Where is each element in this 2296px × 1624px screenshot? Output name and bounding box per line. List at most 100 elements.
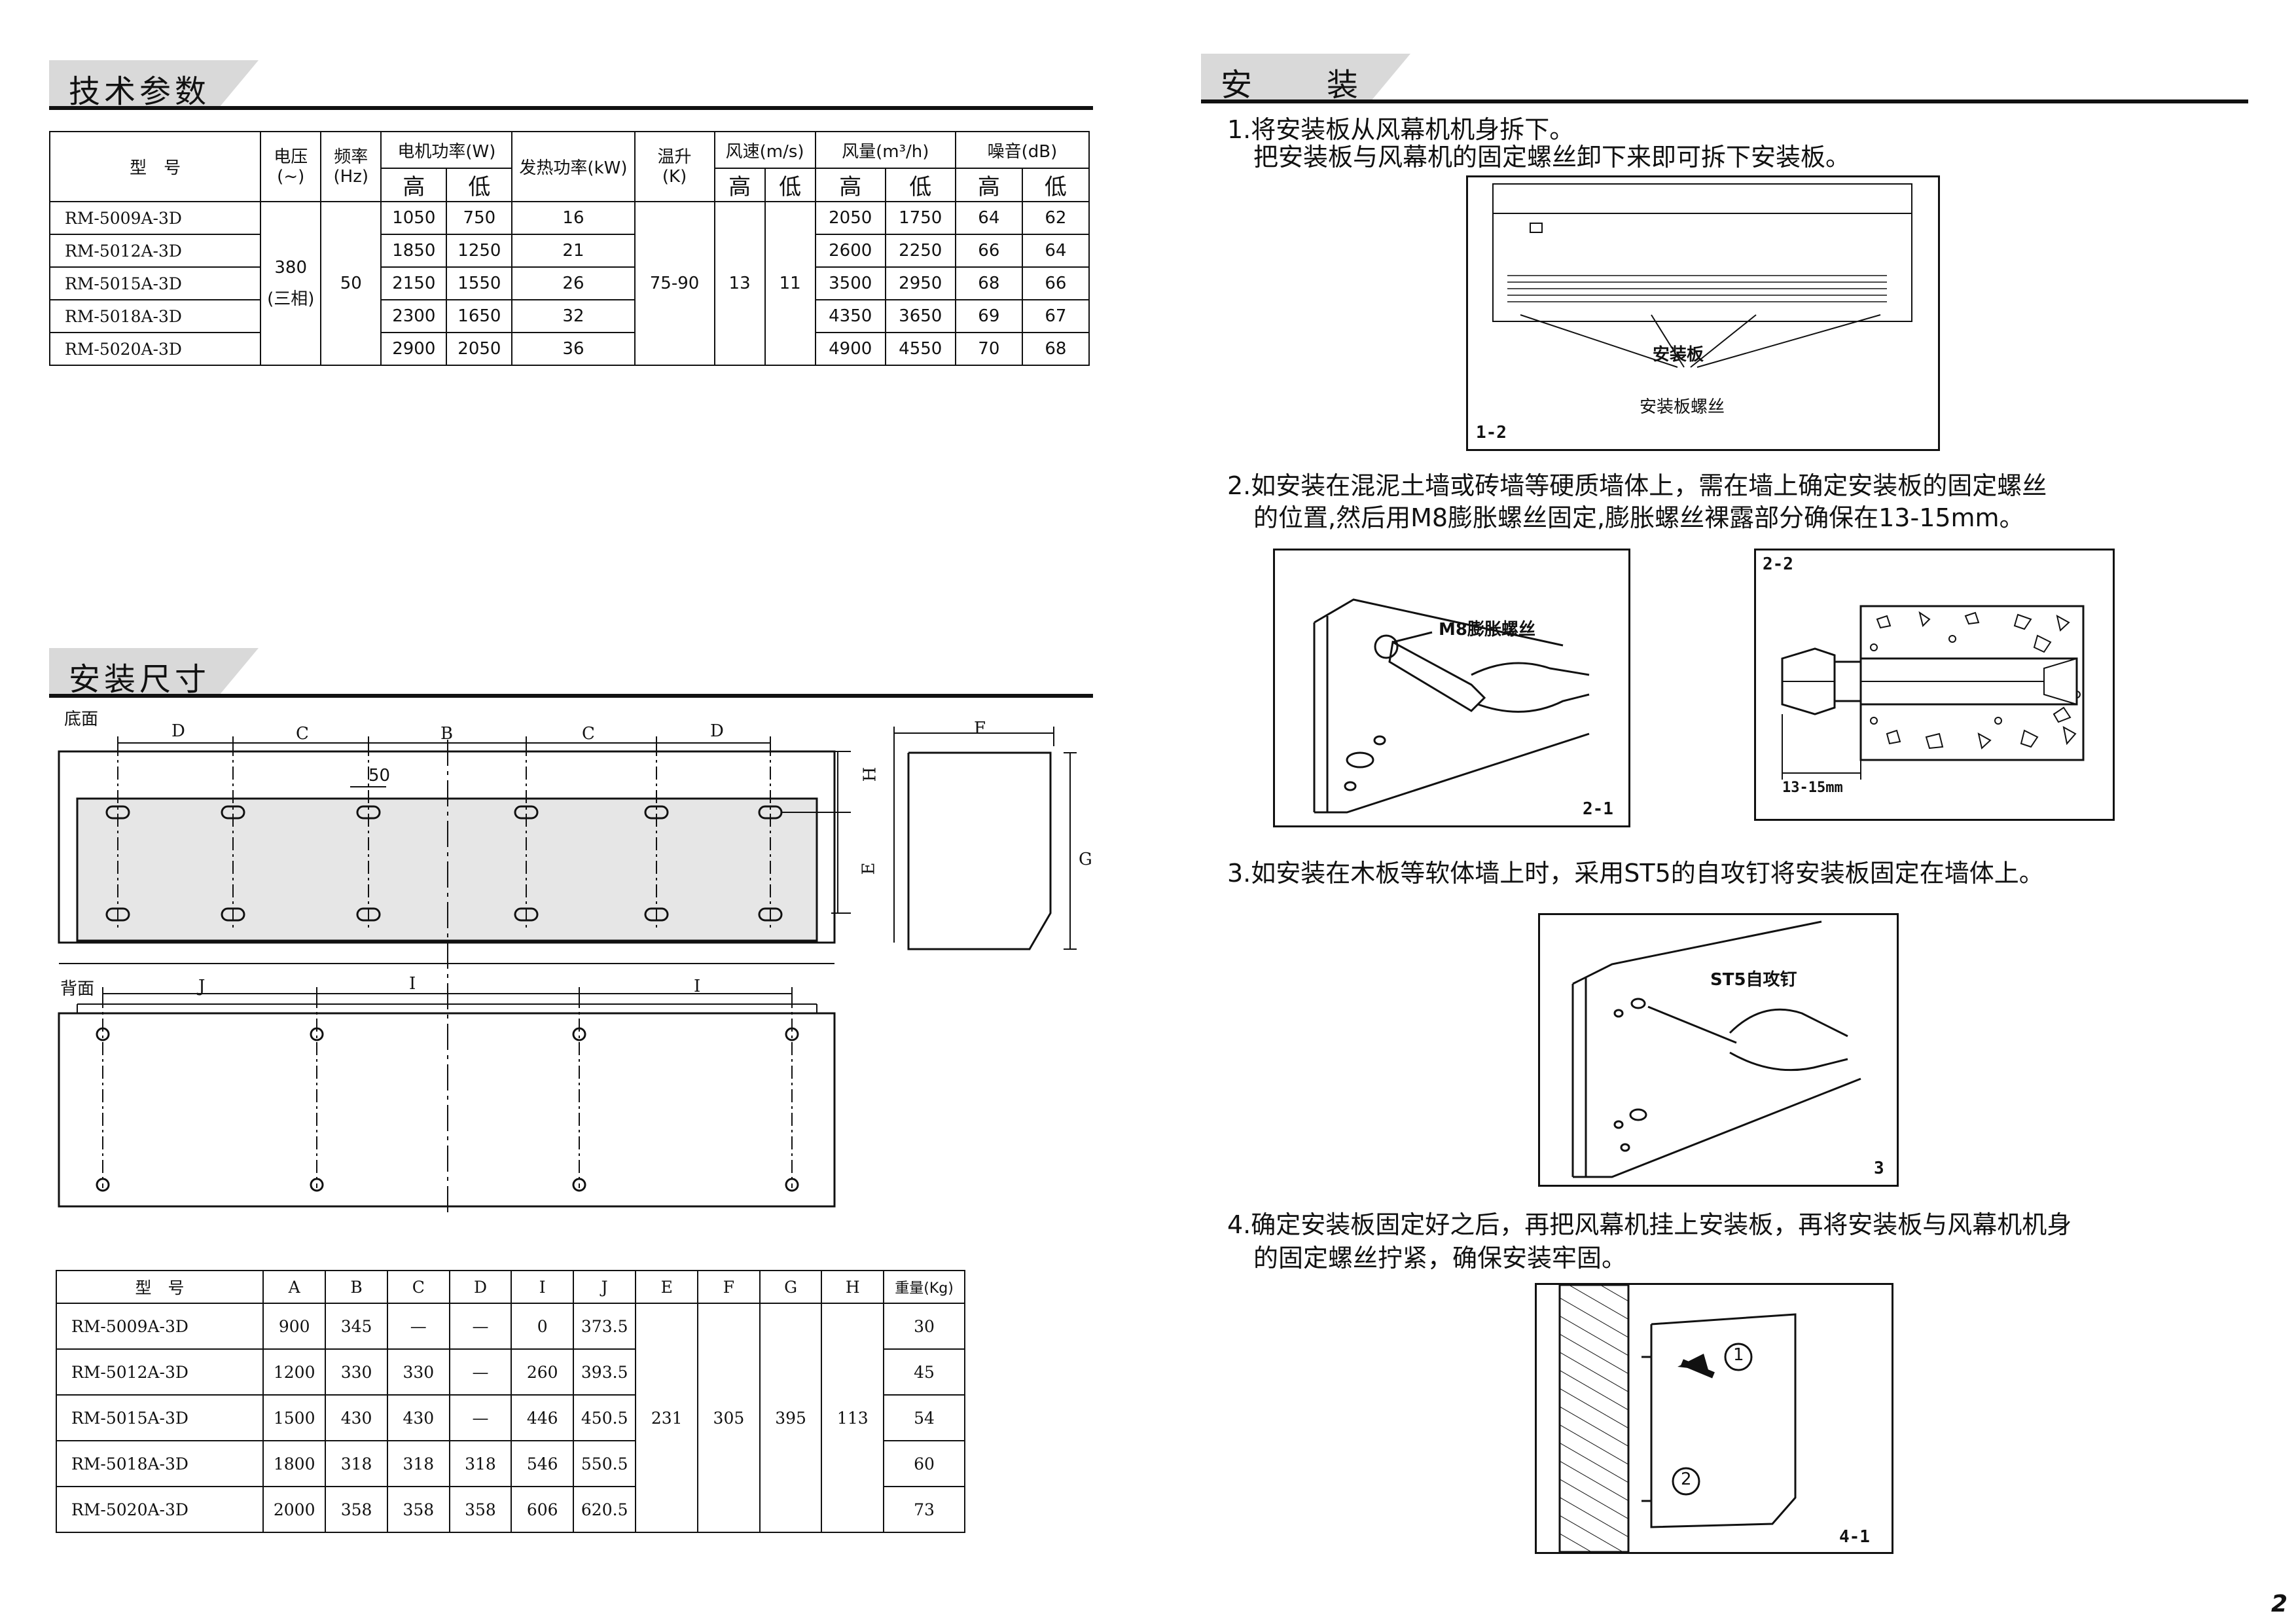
dim-label-j: J	[198, 977, 206, 996]
th-low: 低	[446, 168, 513, 202]
table-cell: 45	[883, 1348, 965, 1396]
table-cell-model: RM-5018A-3D	[55, 1440, 264, 1487]
table-cell: 2600	[814, 234, 886, 268]
table-cell: 546	[511, 1440, 575, 1487]
back-view-label: 背面	[60, 979, 95, 999]
dim-label-c: C	[582, 724, 595, 744]
figure-id: 3	[1874, 1159, 1884, 1178]
table-cell: 0	[511, 1303, 575, 1350]
step-4-line-1: 4.确定安装板固定好之后，再把风幕机挂上安装板，再将安装板与风幕机机身	[1227, 1210, 2072, 1239]
figure-2-2: 2-2 13-15mm	[1754, 549, 2115, 821]
figure-id: 2-1	[1583, 799, 1613, 819]
th-low: 低	[764, 168, 816, 202]
table-cell-model: RM-5018A-3D	[48, 299, 262, 333]
th-wind-speed: 风速(m/s)	[713, 131, 816, 169]
table-cell: 1050	[380, 201, 448, 235]
table-cell: 345	[325, 1303, 388, 1350]
tech-section-tab: 技术参数	[49, 60, 259, 110]
table-cell: 2250	[884, 234, 956, 268]
table-cell-model: RM-5015A-3D	[48, 266, 262, 300]
table-cell-model: RM-5012A-3D	[55, 1348, 264, 1396]
table-cell: 446	[511, 1394, 575, 1441]
table-cell: 330	[386, 1348, 450, 1396]
table-cell: 32	[511, 299, 636, 333]
dim-label-i: I	[694, 977, 701, 996]
step-1-line-1: 1.将安装板从风幕机机身拆下。	[1227, 115, 1575, 144]
dim-label-d: D	[171, 721, 185, 741]
dim-label-i: I	[409, 974, 416, 994]
table-cell: 900	[262, 1303, 327, 1350]
table-cell-model: RM-5012A-3D	[48, 234, 262, 268]
tech-spec-table: 型 号 电压(~) 频率(Hz) 电机功率(W) 发热功率(kW) 温升(K) …	[48, 131, 1090, 366]
figure-4-1: 1 2 4-1	[1535, 1283, 1893, 1554]
table-cell: 64	[954, 201, 1023, 235]
th-model: 型 号	[55, 1270, 264, 1304]
table-cell: 73	[883, 1486, 965, 1533]
figure-id: 4-1	[1839, 1527, 1870, 1547]
table-cell: 60	[883, 1440, 965, 1487]
table-cell: 2150	[380, 266, 448, 300]
table-cell: 66	[954, 234, 1023, 268]
table-cell: 16	[511, 201, 636, 235]
h-cell: 113	[821, 1303, 885, 1533]
step-number-1-icon: 1	[1733, 1345, 1744, 1365]
th-high: 高	[954, 168, 1023, 202]
table-cell: 64	[1021, 234, 1090, 268]
dims-section-title: 安装尺寸	[69, 661, 211, 698]
th-noise: 噪音(dB)	[954, 131, 1090, 169]
m8-bolt-label: M8膨胀螺丝	[1439, 620, 1535, 640]
th-low: 低	[1021, 168, 1090, 202]
figure-2-1: M8膨胀螺丝 2-1	[1273, 549, 1630, 827]
th-weight: 重量(Kg)	[883, 1270, 965, 1304]
table-cell: 36	[511, 332, 636, 366]
freq-cell: 50	[320, 201, 382, 366]
figure-id: 2-2	[1763, 554, 1793, 574]
th-f: F	[697, 1270, 761, 1304]
table-cell: 318	[448, 1440, 512, 1487]
table-cell: 2050	[446, 332, 513, 366]
table-cell: 1750	[884, 201, 956, 235]
dims-section-rule	[49, 694, 1093, 698]
table-cell: 606	[511, 1486, 575, 1533]
table-cell: 2000	[262, 1486, 327, 1533]
dims-section-tab: 安装尺寸	[49, 648, 259, 698]
step-2-line-2: 的位置,然后用M8膨胀螺丝固定,膨胀螺丝裸露部分确保在13-15mm。	[1253, 503, 2024, 532]
figure-3: ST5自攻钉 3	[1538, 913, 1899, 1187]
wind-high-cell: 13	[713, 201, 766, 366]
th-c: C	[386, 1270, 450, 1304]
th-i: I	[511, 1270, 575, 1304]
th-freq: 频率(Hz)	[320, 131, 382, 202]
table-cell: —	[448, 1348, 512, 1396]
table-cell: 30	[883, 1303, 965, 1350]
table-cell: 750	[446, 201, 513, 235]
table-cell: 26	[511, 266, 636, 300]
table-cell: 1650	[446, 299, 513, 333]
tech-section-title: 技术参数	[69, 73, 211, 110]
install-section-rule	[1201, 99, 2248, 103]
install-section-tab: 安 装	[1201, 54, 1410, 103]
th-a: A	[262, 1270, 327, 1304]
table-cell: 4350	[814, 299, 886, 333]
th-voltage: 电压(~)	[260, 131, 322, 202]
table-cell: 66	[1021, 266, 1090, 300]
dim-label-b: B	[440, 724, 454, 744]
step-4-line-2: 的固定螺丝拧紧，确保安装牢固。	[1253, 1244, 1627, 1272]
table-cell-model: RM-5009A-3D	[48, 201, 262, 235]
dimension-drawing	[58, 727, 1077, 1218]
dim-label-d: D	[710, 721, 724, 741]
table-cell: —	[448, 1303, 512, 1350]
step-3: 3.如安装在木板等软体墙上时，采用ST5的自攻钉将安装板固定在墙体上。	[1227, 859, 2044, 888]
table-cell: 68	[954, 266, 1023, 300]
table-cell: 62	[1021, 201, 1090, 235]
table-cell: —	[448, 1394, 512, 1441]
th-low: 低	[884, 168, 956, 202]
table-cell: 260	[511, 1348, 575, 1396]
table-cell: 1800	[262, 1440, 327, 1487]
table-cell: 1500	[262, 1394, 327, 1441]
table-cell-model: RM-5015A-3D	[55, 1394, 264, 1441]
table-cell: 330	[325, 1348, 388, 1396]
th-motor-power: 电机功率(W)	[380, 131, 513, 169]
table-cell: 1850	[380, 234, 448, 268]
wind-low-cell: 11	[764, 201, 816, 366]
f-cell: 305	[697, 1303, 761, 1533]
